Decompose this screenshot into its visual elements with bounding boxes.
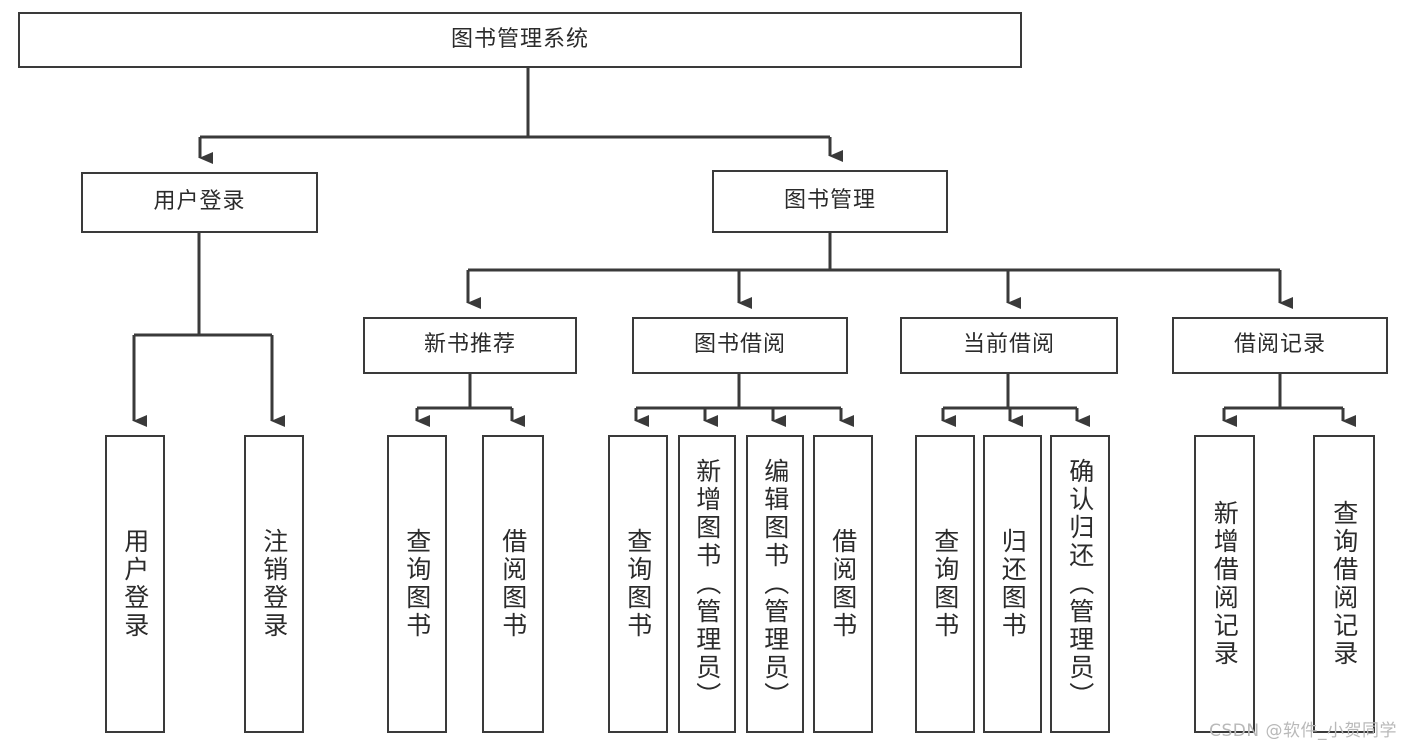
node-leaf-query-book-2[interactable]: 查询图书 [608,435,668,733]
node-leaf-query-borrow-record[interactable]: 查询借阅记录 [1313,435,1375,733]
node-leaf-return-book[interactable]: 归还图书 [983,435,1042,733]
node-user-login[interactable]: 用户登录 [81,172,318,233]
node-leaf-query-book-3[interactable]: 查询图书 [915,435,975,733]
node-leaf-borrow-book-1-label: 借阅图书 [498,528,528,640]
node-leaf-add-borrow-record-label: 新增借阅记录 [1210,500,1240,668]
node-book-manage[interactable]: 图书管理 [712,170,948,233]
watermark-text: CSDN @软件_小贺同学 [1209,721,1397,741]
node-leaf-user-logout[interactable]: 注销登录 [244,435,304,733]
node-root-label: 图书管理系统 [450,26,589,52]
node-leaf-confirm-return-label: 确认归还（管理员） [1065,458,1095,710]
node-current-borrow[interactable]: 当前借阅 [900,317,1118,374]
node-leaf-borrow-book-2[interactable]: 借阅图书 [813,435,873,733]
node-new-book-recommend-label: 新书推荐 [423,332,516,358]
node-current-borrow-label: 当前借阅 [962,332,1055,358]
node-book-borrow-label: 图书借阅 [693,332,786,358]
node-leaf-return-book-label: 归还图书 [998,528,1028,640]
node-leaf-borrow-book-1[interactable]: 借阅图书 [482,435,544,733]
node-leaf-add-book[interactable]: 新增图书（管理员） [678,435,736,733]
node-user-login-label: 用户登录 [153,189,246,215]
node-leaf-user-login-label: 用户登录 [120,528,150,640]
node-leaf-confirm-return[interactable]: 确认归还（管理员） [1050,435,1110,733]
node-book-manage-label: 图书管理 [783,188,876,214]
node-leaf-edit-book-label: 编辑图书（管理员） [760,458,790,710]
node-book-borrow[interactable]: 图书借阅 [632,317,848,374]
node-new-book-recommend[interactable]: 新书推荐 [363,317,577,374]
node-leaf-query-borrow-record-label: 查询借阅记录 [1329,500,1359,668]
node-root[interactable]: 图书管理系统 [18,12,1022,68]
node-borrow-record[interactable]: 借阅记录 [1172,317,1388,374]
node-borrow-record-label: 借阅记录 [1233,332,1326,358]
node-leaf-borrow-book-2-label: 借阅图书 [828,528,858,640]
node-leaf-query-book-3-label: 查询图书 [930,528,960,640]
node-leaf-edit-book[interactable]: 编辑图书（管理员） [746,435,804,733]
node-leaf-user-login[interactable]: 用户登录 [105,435,165,733]
node-leaf-query-book-2-label: 查询图书 [623,528,653,640]
node-leaf-user-logout-label: 注销登录 [259,528,289,640]
node-leaf-query-book-1-label: 查询图书 [402,528,432,640]
node-leaf-query-book-1[interactable]: 查询图书 [387,435,447,733]
node-leaf-add-borrow-record[interactable]: 新增借阅记录 [1194,435,1255,733]
node-leaf-add-book-label: 新增图书（管理员） [692,458,722,710]
